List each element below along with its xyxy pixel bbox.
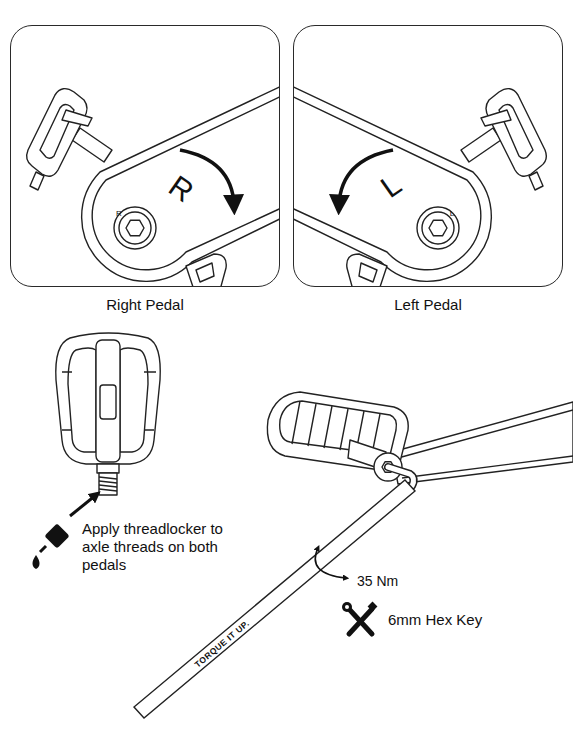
label: 35 Nm <box>357 573 398 590</box>
label: TORQUE IT UP. <box>193 619 251 669</box>
instruction-panel: RRight Pedal <box>10 25 280 287</box>
label: R <box>116 210 122 218</box>
direction-letter: R <box>164 170 199 207</box>
instruction-panel: LLeft Pedal <box>293 25 563 287</box>
label: 6mm Hex Key <box>388 611 482 629</box>
panel-caption: Left Pedal <box>294 296 562 314</box>
label: Apply threadlocker to axle threads on bo… <box>82 520 230 574</box>
panel-caption: Right Pedal <box>11 296 279 314</box>
direction-letter: L <box>376 169 407 203</box>
label: L <box>450 210 454 218</box>
